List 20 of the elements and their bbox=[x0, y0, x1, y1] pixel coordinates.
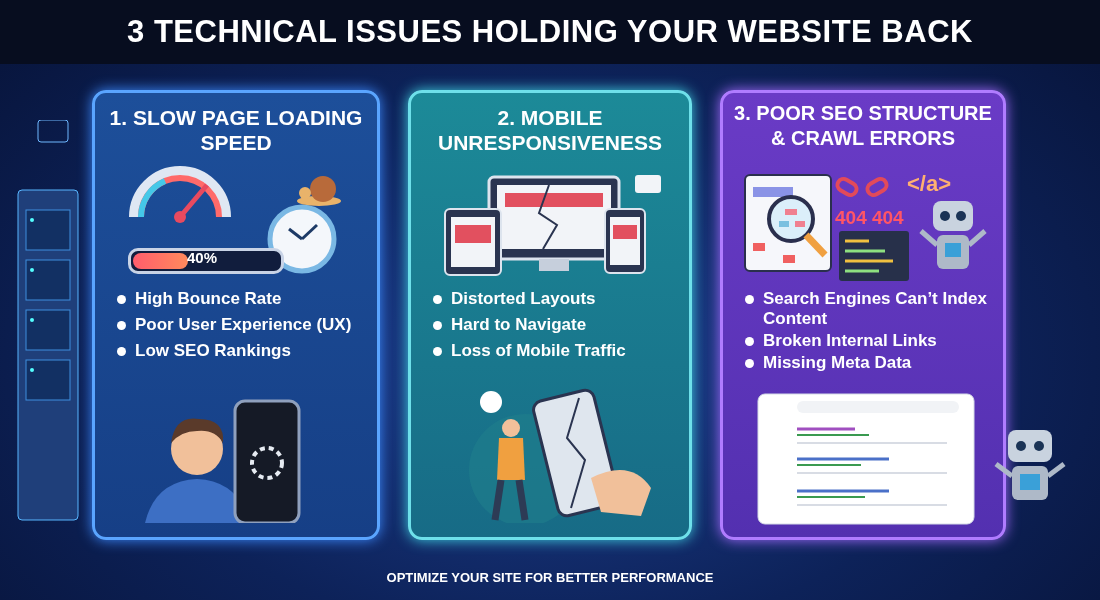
bullet-point: Poor User Experience (UX) bbox=[117, 315, 352, 335]
bullet-point: High Bounce Rate bbox=[117, 289, 282, 309]
bullet-point: Missing Meta Data bbox=[745, 353, 912, 373]
caption: OPTIMIZE YOUR SITE FOR BETTER PERFORMANCE bbox=[386, 570, 714, 585]
issue-card bbox=[720, 90, 1006, 540]
bullet-point: Loss of Mobile Traffic bbox=[433, 341, 626, 361]
issue-card bbox=[408, 90, 692, 540]
bullet-point: Search Engines Can’t Index Content bbox=[745, 289, 1003, 329]
card-heading: 2. MOBILE UNRESPONSIVENESS bbox=[436, 105, 664, 155]
code-text: 404 404 bbox=[835, 207, 904, 229]
progress-percent: 40% bbox=[187, 249, 218, 266]
issue-card bbox=[92, 90, 380, 540]
code-text: </a> bbox=[907, 171, 952, 197]
bullet-point: Low SEO Rankings bbox=[117, 341, 291, 361]
card-heading: 1. SLOW PAGE LOADING SPEED bbox=[108, 105, 364, 155]
bullet-point: Distorted Layouts bbox=[433, 289, 596, 309]
bullet-point: Broken Internal Links bbox=[745, 331, 937, 351]
bullet-point: Hard to Navigate bbox=[433, 315, 587, 335]
card-heading: 3. POOR SEO STRUCTURE & CRAWL ERRORS bbox=[733, 101, 993, 151]
title: 3 TECHNICAL ISSUES HOLDING YOUR WEBSITE BACK bbox=[127, 14, 973, 50]
